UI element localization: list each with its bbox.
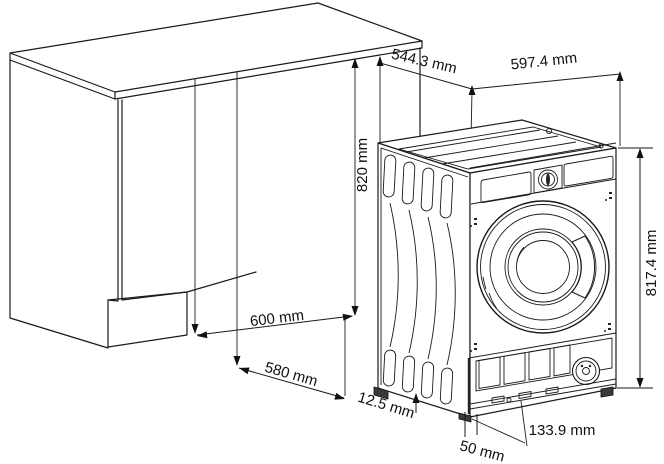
base-vent	[503, 352, 526, 385]
dimension-label: 820 mm	[354, 138, 371, 192]
dimension-opening-width: 580 mm	[233, 356, 345, 400]
kitchen-cabinet	[9, 2, 423, 349]
base-vent	[478, 356, 501, 390]
side-vent-slots-top	[382, 154, 454, 219]
dimension-label: 544.3 mm	[390, 46, 459, 78]
machine-front-panel	[373, 147, 617, 423]
screw-marks	[470, 192, 612, 352]
knob-pointer	[546, 173, 550, 186]
dimension-niche-width: 600 mm	[191, 307, 353, 339]
dimension-label: 600 mm	[249, 307, 305, 330]
dimension-front-clearance: 50 mm	[458, 412, 507, 464]
top-screw-hole	[546, 128, 552, 134]
base-vent	[553, 344, 571, 377]
dimension-plinth-offset: 133.9 mm	[471, 400, 596, 447]
door-handle	[571, 235, 595, 299]
program-knob	[538, 169, 558, 190]
door	[476, 200, 610, 334]
washing-machine	[373, 119, 617, 423]
control-panel	[470, 155, 617, 205]
base-vent	[528, 347, 551, 381]
dimension-label: 597.4 mm	[510, 50, 578, 74]
dimension-label: 133.9 mm	[529, 422, 596, 439]
cabinet-left-panel	[9, 59, 109, 349]
machine-side-panel	[377, 142, 471, 418]
detergent-drawer	[480, 171, 532, 204]
dimension-label: 50 mm	[458, 437, 507, 464]
dimension-appliance-height: 817.4 mm	[617, 147, 660, 389]
dimension-top-width: 597.4 mm	[471, 50, 624, 90]
niche-floor	[121, 271, 257, 301]
knob-housing	[533, 164, 563, 194]
base-panel	[467, 332, 617, 414]
dimension-niche-height: 820 mm	[351, 58, 371, 316]
dimension-label: 817.4 mm	[643, 230, 660, 297]
dimension-top-depth: 544.3 mm	[376, 46, 476, 95]
cabinet-plinth	[107, 291, 188, 348]
dimension-label: 580 mm	[263, 359, 320, 390]
countertop	[9, 2, 423, 93]
pump-filter-cover	[571, 356, 601, 386]
side-vent-slots-bottom	[382, 349, 454, 405]
display-panel	[563, 155, 614, 187]
side-panel-grooves	[389, 202, 456, 366]
